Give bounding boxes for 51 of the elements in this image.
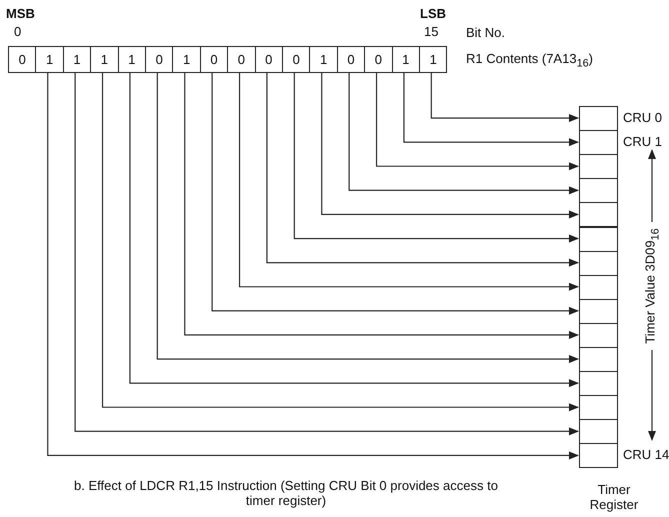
caption: b. Effect of LDCR R1,15 Instruction (Setting CRU Bit 0 provides access to timer register)	[73, 478, 499, 508]
cell-label: CRU 1	[623, 134, 662, 150]
bit-cell: 1	[309, 46, 338, 73]
bit-cell: 0	[200, 46, 228, 73]
register-cell	[579, 202, 618, 228]
arrow	[266, 72, 579, 267]
register-cell	[579, 178, 618, 204]
bit-cell: 1	[35, 46, 64, 73]
arrow	[212, 72, 579, 315]
bit-order-label: MSB	[6, 6, 35, 21]
register-cell	[579, 395, 618, 420]
arrow	[238, 72, 579, 291]
bit-cell: 1	[90, 46, 119, 73]
arrow	[348, 72, 579, 194]
register-cell	[579, 443, 618, 468]
arrow	[403, 72, 579, 146]
bit-cell: 1	[419, 46, 448, 73]
bit-cell: 0	[282, 46, 310, 73]
arrow	[321, 72, 579, 218]
bit-cell: 0	[145, 46, 174, 73]
cell-label: CRU 0	[623, 110, 662, 126]
arrow	[376, 72, 579, 170]
cell-label: CRU 14	[623, 447, 669, 462]
bit-number: 15	[424, 24, 438, 39]
register-label: Bit No.	[466, 25, 506, 40]
register-label: Timer Register	[588, 482, 640, 512]
bit-cell: 1	[172, 46, 201, 73]
arrow	[294, 72, 579, 243]
register-cell	[579, 298, 618, 324]
register-label: R1 Contents (7A13$_{16}$)	[466, 51, 593, 70]
register-cell	[579, 130, 618, 156]
bit-cell: 1	[118, 46, 146, 73]
arrow	[430, 72, 579, 122]
bit-cell: 0	[8, 46, 36, 73]
register-cell	[579, 347, 618, 372]
register-cell	[579, 106, 618, 132]
register-cell	[579, 371, 618, 396]
bit-cell: 0	[336, 46, 366, 73]
register-cell	[579, 322, 618, 348]
bit-cell: 1	[392, 46, 420, 73]
register-cell	[579, 419, 618, 444]
bit-cell: 0	[364, 46, 393, 73]
register-cell	[579, 274, 618, 300]
bit-cell: 0	[254, 46, 283, 73]
register-cell	[579, 250, 618, 276]
bit-order-label: LSB	[420, 6, 446, 21]
register-cell	[579, 226, 618, 252]
register-cell	[579, 154, 618, 180]
bit-cell: 0	[227, 46, 256, 73]
bit-number: 0	[14, 24, 22, 39]
bit-cell: 1	[62, 46, 92, 73]
